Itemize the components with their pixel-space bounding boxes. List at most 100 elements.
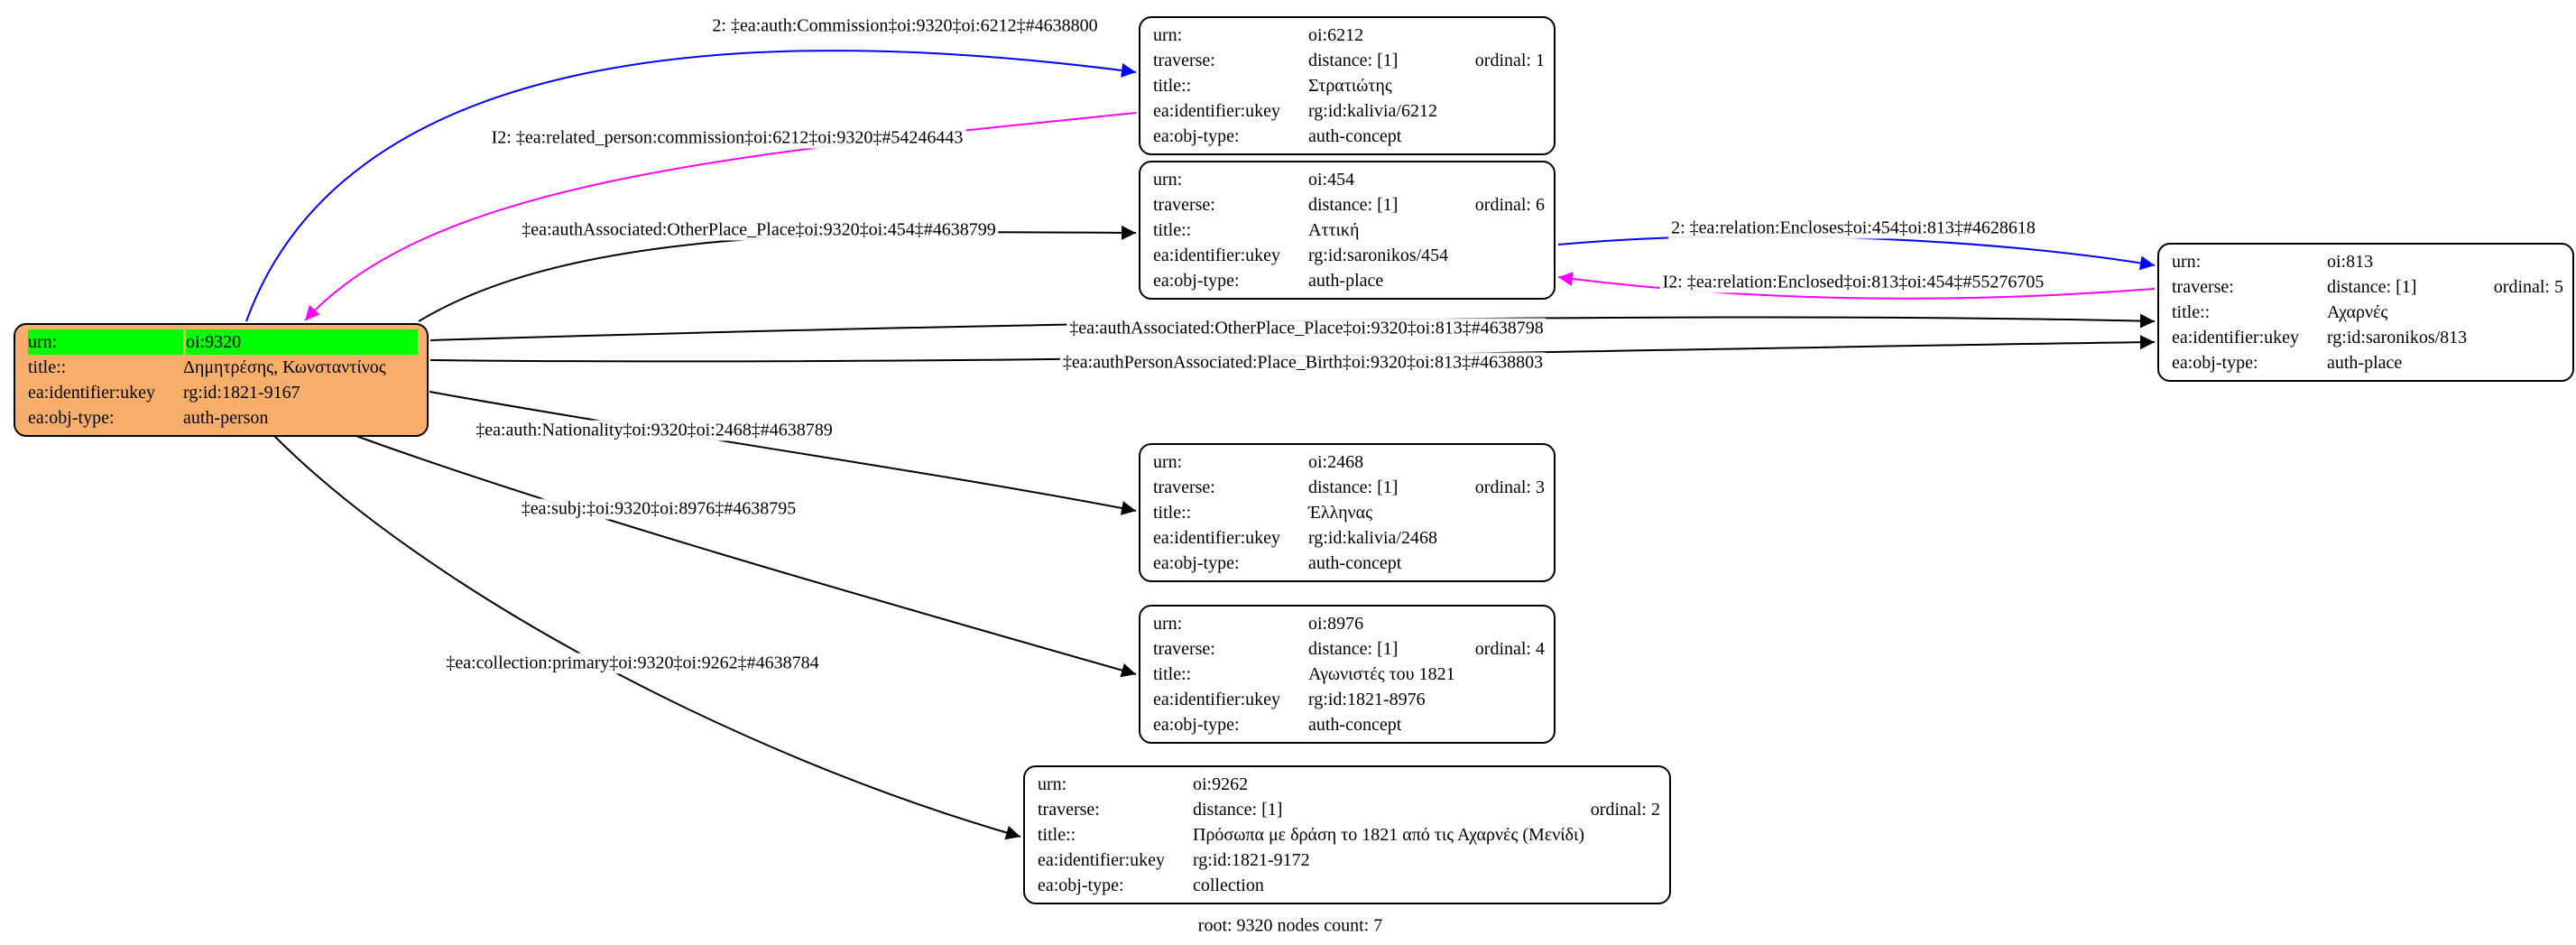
node-row-title: title:: Έλληνας <box>1140 500 1554 525</box>
edge-label-authassociated-otherplace-454: ‡ea:authAssociated:OtherPlace_Place‡oi:9… <box>519 219 999 241</box>
node-root-oi-9320[interactable]: urn: oi:9320 title:: Δημητρέσης, Κωνσταν… <box>14 323 429 437</box>
row-label: urn: <box>1153 25 1183 45</box>
row-label: urn: <box>28 329 183 355</box>
node-oi-8976[interactable]: urn: oi:8976 traverse: distance: [1] ord… <box>1139 605 1556 744</box>
row-value: oi:2468 <box>1308 452 1364 472</box>
node-row-urn: urn: oi:454 <box>1140 167 1554 192</box>
node-row-objtype: ea:obj-type: auth-place <box>1140 268 1554 293</box>
row-value: distance: [1] <box>1308 639 1399 659</box>
node-oi-9262[interactable]: urn: oi:9262 traverse: distance: [1] ord… <box>1023 765 1671 904</box>
row-value: oi:813 <box>2327 252 2374 272</box>
row-ordinal: ordinal: 5 <box>2493 277 2563 297</box>
row-label: urn: <box>2172 252 2202 272</box>
graph-caption: root: 9320 nodes count: 7 <box>1197 915 1383 936</box>
row-label: urn: <box>1153 170 1183 190</box>
edge-label-collection-primary: ‡ea:collection:primary‡oi:9320‡oi:9262‡#… <box>443 653 822 674</box>
node-row-traverse: traverse: distance: [1] ordinal: 6 <box>1140 192 1554 218</box>
node-row-objtype: ea:obj-type: auth-concept <box>1140 551 1554 576</box>
row-value: Αγωνιστές του 1821 <box>1308 664 1455 684</box>
row-value: collection <box>1193 876 1264 895</box>
edge-collection-primary <box>272 434 1021 840</box>
edge-label-authpersonassociated-place-birth: ‡ea:authPersonAssociated:Place_Birth‡oi:… <box>1059 352 1547 374</box>
node-oi-2468[interactable]: urn: oi:2468 traverse: distance: [1] ord… <box>1139 443 1556 582</box>
node-row-urn: urn: oi:813 <box>2159 249 2572 274</box>
node-row-urn: urn: oi:6212 <box>1140 23 1554 48</box>
row-value: auth-concept <box>1308 715 1402 735</box>
row-label: ea:obj-type: <box>1153 553 1240 573</box>
node-oi-454[interactable]: urn: oi:454 traverse: distance: [1] ordi… <box>1139 161 1556 300</box>
node-oi-6212[interactable]: urn: oi:6212 traverse: distance: [1] ord… <box>1139 16 1556 155</box>
edge-auth-nationality <box>429 391 1137 515</box>
node-row-traverse: traverse: distance: [1] ordinal: 1 <box>1140 48 1554 73</box>
row-value: Στρατιώτης <box>1308 76 1392 96</box>
edge-relation-enclosed <box>1557 272 2156 300</box>
node-row-title: title:: Αττική <box>1140 218 1554 243</box>
row-label: urn: <box>1038 774 1067 794</box>
node-row-identifier: ea:identifier:ukey rg:id:saronikos/454 <box>1140 243 1554 268</box>
edge-subj <box>353 434 1137 678</box>
node-row-title: title:: Πρόσωπα με δράση το 1821 από τις… <box>1025 822 1669 848</box>
node-row-urn: urn: oi:9262 <box>1025 772 1669 797</box>
node-row-urn: urn: oi:2468 <box>1140 449 1554 475</box>
node-row-traverse: traverse: distance: [1] ordinal: 3 <box>1140 475 1554 500</box>
row-value: Πρόσωπα με δράση το 1821 από τις Αχαρνές… <box>1193 825 1585 845</box>
row-label: ea:identifier:ukey <box>1153 246 1281 265</box>
row-label: ea:identifier:ukey <box>2172 328 2300 347</box>
row-ordinal: ordinal: 4 <box>1474 639 1545 659</box>
node-row-objtype: ea:obj-type: auth-concept <box>1140 124 1554 149</box>
edge-label-relation-enclosed: I2: ‡ea:relation:Enclosed‡oi:813‡oi:454‡… <box>1659 272 2047 293</box>
node-row-identifier: ea:identifier:ukey rg:id:1821-8976 <box>1140 687 1554 712</box>
edge-authassociated-otherplace-454 <box>418 225 1137 322</box>
row-value: oi:9320 <box>186 329 418 355</box>
row-label: urn: <box>1153 452 1183 472</box>
node-oi-813[interactable]: urn: oi:813 traverse: distance: [1] ordi… <box>2157 243 2574 382</box>
row-label: traverse: <box>2172 277 2234 297</box>
node-row-urn: urn: oi:9320 <box>15 329 427 355</box>
node-row-objtype: ea:obj-type: collection <box>1025 873 1669 898</box>
row-value: distance: [1] <box>1308 51 1399 70</box>
row-label: title:: <box>1153 76 1192 96</box>
row-label: traverse: <box>1038 800 1100 820</box>
edge-label-related-person-commission: I2: ‡ea:related_person:commission‡oi:621… <box>488 127 966 149</box>
row-value: distance: [1] <box>1193 800 1283 820</box>
row-value: rg:id:1821-8976 <box>1308 690 1426 709</box>
node-row-title: title:: Δημητρέσης, Κωνσταντίνος <box>15 355 427 380</box>
row-value: Δημητρέσης, Κωνσταντίνος <box>183 357 386 377</box>
node-row-traverse: traverse: distance: [1] ordinal: 2 <box>1025 797 1669 822</box>
row-value: distance: [1] <box>1308 477 1399 497</box>
node-row-objtype: ea:obj-type: auth-concept <box>1140 712 1554 737</box>
row-ordinal: ordinal: 3 <box>1474 477 1545 497</box>
row-label: ea:identifier:ukey <box>1038 850 1166 870</box>
node-row-identifier: ea:identifier:ukey rg:id:kalivia/2468 <box>1140 525 1554 551</box>
row-label: ea:obj-type: <box>1153 271 1240 291</box>
row-value: auth-concept <box>1308 126 1402 146</box>
row-value: Έλληνας <box>1308 503 1372 523</box>
row-label: traverse: <box>1153 639 1215 659</box>
row-label: traverse: <box>1153 195 1215 215</box>
row-label: ea:identifier:ukey <box>28 383 156 403</box>
edge-label-auth-nationality: ‡ea:auth:Nationality‡oi:9320‡oi:2468‡#46… <box>473 420 836 441</box>
row-label: ea:identifier:ukey <box>1153 528 1281 548</box>
node-row-objtype: ea:obj-type: auth-place <box>2159 350 2572 375</box>
row-value: distance: [1] <box>2327 277 2417 297</box>
node-row-identifier: ea:identifier:ukey rg:id:kalivia/6212 <box>1140 98 1554 124</box>
row-label: ea:identifier:ukey <box>1153 101 1281 121</box>
row-value: Αττική <box>1308 220 1360 240</box>
edge-label-auth-commission: 2: ‡ea:auth:Commission‡oi:9320‡oi:6212‡#… <box>709 15 1101 37</box>
row-label: title:: <box>2172 302 2211 322</box>
row-value: rg:id:1821-9167 <box>183 383 300 403</box>
row-value: rg:id:saronikos/454 <box>1308 246 1449 265</box>
row-label: traverse: <box>1153 51 1215 70</box>
node-row-traverse: traverse: distance: [1] ordinal: 5 <box>2159 274 2572 300</box>
row-value: oi:454 <box>1308 170 1355 190</box>
row-label: ea:obj-type: <box>1153 126 1240 146</box>
node-row-identifier: ea:identifier:ukey rg:id:saronikos/813 <box>2159 325 2572 350</box>
row-value: rg:id:kalivia/6212 <box>1308 101 1437 121</box>
row-label: urn: <box>1153 614 1183 634</box>
row-value: oi:9262 <box>1193 774 1249 794</box>
row-ordinal: ordinal: 1 <box>1474 51 1545 70</box>
edge-label-authassociated-otherplace-813: ‡ea:authAssociated:OtherPlace_Place‡oi:9… <box>1066 318 1547 339</box>
node-row-title: title:: Αχαρνές <box>2159 300 2572 325</box>
row-label: ea:obj-type: <box>1153 715 1240 735</box>
